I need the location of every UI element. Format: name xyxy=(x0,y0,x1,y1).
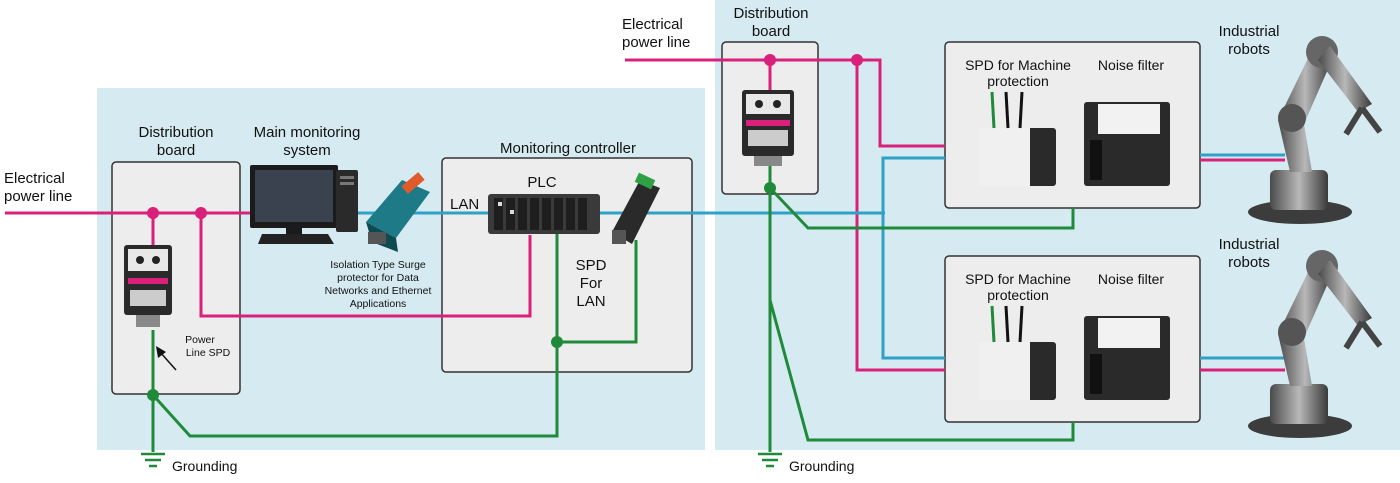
lan-spd-icon xyxy=(612,172,660,244)
power-spd-icon xyxy=(124,245,172,327)
power-spd-callout xyxy=(156,346,177,371)
unit-1-spd-label-1: SPD for Machine xyxy=(965,57,1071,73)
power-spd-label-1: Power xyxy=(185,334,215,346)
computer-tower-icon xyxy=(336,170,358,232)
isolation-label-2: protector for Data xyxy=(337,272,419,284)
ground-lines xyxy=(151,165,1075,452)
isolation-label-1: Isolation Type Surge xyxy=(330,259,426,271)
spd-lan-label-2: For xyxy=(580,275,603,292)
noise-filter-icon xyxy=(1084,316,1170,400)
right-distribution-board-label-2: board xyxy=(752,23,790,40)
robot-2-label-1: Industrial xyxy=(1219,236,1280,253)
noise-filter-icon xyxy=(1084,102,1170,186)
robot-2-label-2: robots xyxy=(1228,254,1270,271)
spd-lan-label-3: LAN xyxy=(576,293,605,310)
main-monitoring-label-2: system xyxy=(283,142,331,159)
industrial-robot-icon xyxy=(1248,250,1383,438)
lan-lines xyxy=(350,153,1285,360)
left-distribution-board-label-1: Distribution xyxy=(138,124,213,141)
plc-icon xyxy=(488,194,600,234)
power-spd-label-2: Line SPD xyxy=(186,347,231,359)
unit-2-spd-label-1: SPD for Machine xyxy=(965,271,1071,287)
unit-2-spd-label-2: protection xyxy=(987,287,1048,303)
left-distribution-board-box xyxy=(111,161,241,395)
isolation-label-4: Applications xyxy=(350,298,407,310)
monitoring-controller-label: Monitoring controller xyxy=(500,140,636,157)
surge-protector-icon xyxy=(366,172,430,252)
spd-lan-label-1: SPD xyxy=(576,257,607,274)
unit-2-filter-label: Noise filter xyxy=(1098,271,1164,287)
unit-1-filter-label: Noise filter xyxy=(1098,57,1164,73)
plc-label: PLC xyxy=(527,174,556,191)
lan-label: LAN xyxy=(450,196,479,213)
right-power-line-label-1: Electrical xyxy=(622,16,683,33)
keyboard-icon xyxy=(258,234,334,244)
left-distribution-board-label-2: board xyxy=(157,142,195,159)
right-power-line-label-2: power line xyxy=(622,34,690,51)
isolation-label-3: Networks and Ethernet xyxy=(325,285,432,297)
machine-spd-icon xyxy=(978,305,1056,400)
right-grounding-label: Grounding xyxy=(789,458,854,474)
ground-symbol-icon xyxy=(141,452,165,468)
junction-dots xyxy=(147,54,863,401)
robot-1-label-2: robots xyxy=(1228,41,1270,58)
main-monitoring-label-1: Main monitoring xyxy=(254,124,361,141)
robot-1-label-1: Industrial xyxy=(1219,23,1280,40)
industrial-robot-icon xyxy=(1248,36,1383,224)
machine-spd-icon xyxy=(978,91,1056,186)
ground-symbol-icon xyxy=(758,452,782,468)
left-power-line-label-2: power line xyxy=(4,188,72,205)
left-grounding-label: Grounding xyxy=(172,458,237,474)
left-power-line-label-1: Electrical xyxy=(4,170,65,187)
unit-1-spd-label-2: protection xyxy=(987,73,1048,89)
right-distribution-board-label-1: Distribution xyxy=(733,5,808,22)
power-spd-icon xyxy=(742,90,794,166)
monitor-icon xyxy=(250,165,338,236)
